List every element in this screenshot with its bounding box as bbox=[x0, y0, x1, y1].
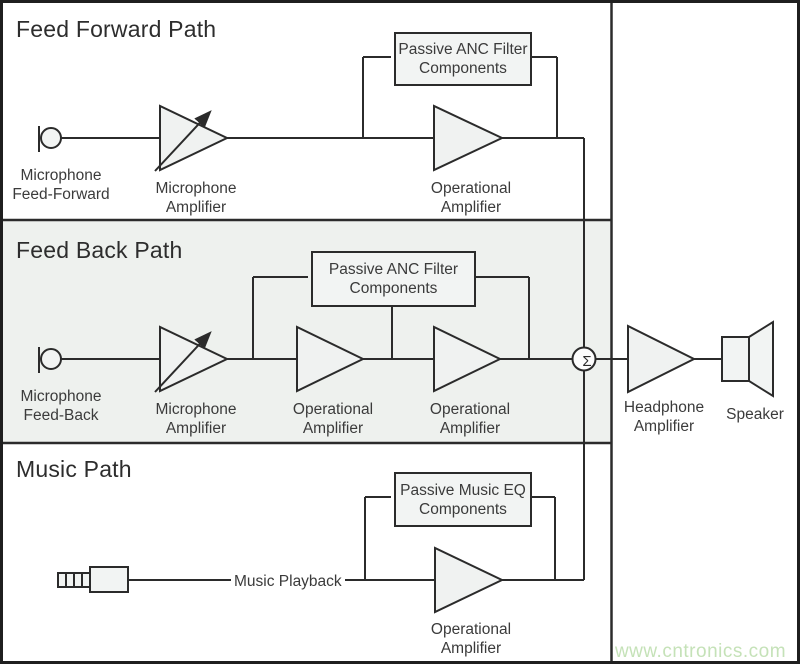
mic-amplifier-label: Microphone Amplifier bbox=[155, 401, 237, 437]
variable-gain-arrow-icon bbox=[154, 110, 212, 172]
summing-symbol: Σ bbox=[582, 353, 592, 370]
feed-forward-title: Feed Forward Path bbox=[16, 16, 217, 42]
music-playback-label: Music Playback bbox=[231, 573, 345, 591]
diagram-graphics bbox=[3, 3, 774, 661]
feed-forward-wires bbox=[38, 56, 585, 348]
feed-back-wires bbox=[38, 276, 572, 393]
mic-amplifier-triangle-icon bbox=[159, 325, 230, 393]
mic-amplifier-triangle-icon bbox=[159, 104, 230, 172]
microphone-icon bbox=[40, 348, 62, 370]
music-wires bbox=[57, 371, 585, 614]
variable-gain-arrow-icon bbox=[154, 331, 212, 393]
op-amp-1-triangle-icon bbox=[296, 325, 366, 393]
mic-feed-back-label: Microphone Feed-Back bbox=[20, 388, 102, 424]
output-stage bbox=[571, 320, 774, 398]
op-amplifier-1-label: Operational Amplifier bbox=[292, 401, 374, 437]
op-amp-triangle-icon bbox=[434, 546, 505, 614]
audio-jack-icon bbox=[89, 566, 129, 593]
speaker-label: Speaker bbox=[726, 406, 784, 423]
speaker-icon bbox=[721, 336, 750, 382]
music-title: Music Path bbox=[16, 456, 132, 482]
watermark: www.cntronics.com bbox=[614, 641, 787, 662]
summing-junction-icon bbox=[571, 346, 597, 372]
microphone-icon bbox=[40, 127, 62, 149]
op-amplifier-label: Operational Amplifier bbox=[430, 180, 512, 216]
mic-feed-forward-label: Microphone Feed-Forward bbox=[12, 167, 110, 203]
ff-passive-anc-filter-box: Passive ANC Filter Components bbox=[394, 32, 532, 86]
feed-back-title: Feed Back Path bbox=[16, 237, 183, 263]
op-amplifier-2-label: Operational Amplifier bbox=[429, 401, 511, 437]
op-amplifier-label: Operational Amplifier bbox=[430, 621, 512, 657]
section-dividers bbox=[3, 3, 613, 661]
op-amp-2-triangle-icon bbox=[433, 325, 503, 393]
speaker-icon bbox=[748, 320, 774, 398]
op-amp-triangle-icon bbox=[433, 104, 505, 172]
passive-music-eq-box: Passive Music EQ Components bbox=[394, 472, 532, 527]
headphone-amplifier-label: Headphone Amplifier bbox=[623, 399, 705, 435]
fb-passive-anc-filter-box: Passive ANC Filter Components bbox=[311, 251, 476, 307]
headphone-amp-triangle-icon bbox=[627, 324, 697, 394]
mic-amplifier-label: Microphone Amplifier bbox=[155, 180, 237, 216]
